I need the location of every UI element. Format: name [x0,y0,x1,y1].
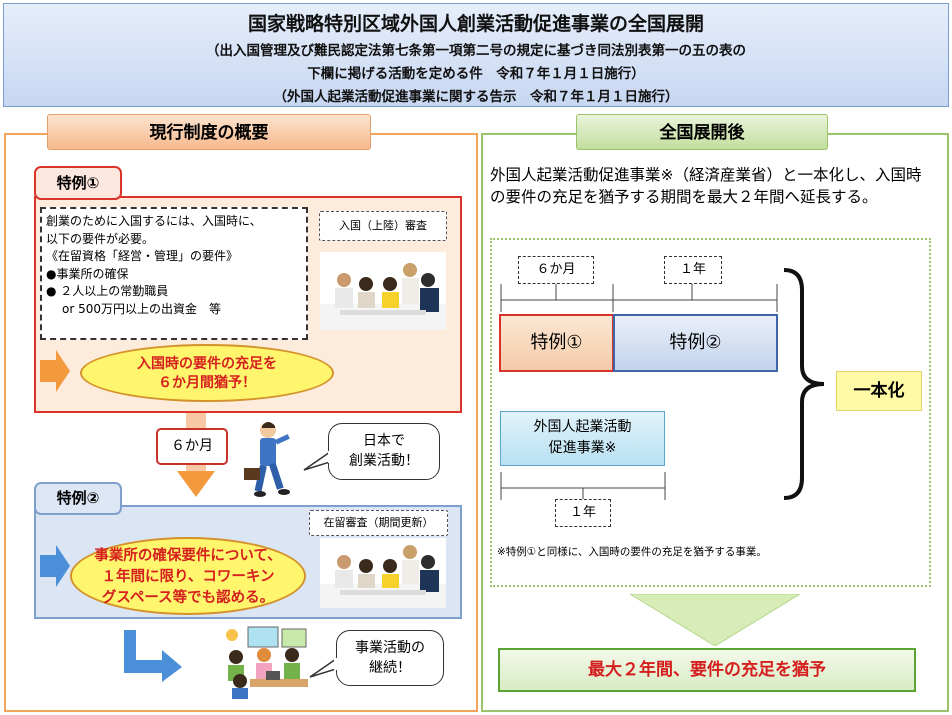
bubble-line: 継続！ [369,660,411,676]
coworking-callout: 事業所の確保要件について、 １年間に限り、コワーキン グスペース等でも認める。 [70,537,306,615]
requirement-line: ●事業所の確保 [46,266,129,281]
bubble-line: 日本で [363,433,405,449]
requirement-line: or 500万円以上の出資金 等 [62,301,221,316]
arrow-bend-icon [124,630,182,682]
nationwide-heading: 全国展開後 [576,114,828,150]
timeline-span-lines [500,284,778,312]
office-team-illustration [226,626,308,699]
entry-exam-label: 入国（上陸）審査 [319,211,447,241]
requirements-box: 創業のために入国するには、入国時に、 以下の要件が必要。 《在留資格「経営・管理… [40,207,308,340]
startup-in-japan-bubble: 日本で 創業活動！ [328,423,440,480]
business-continue-bubble: 事業活動の 継続！ [336,630,444,686]
special2-tag: 特例② [34,482,122,515]
current-system-heading: 現行制度の概要 [47,114,371,150]
timeline-6months-label: ６か月 [518,256,594,284]
callout-line: グスペース等でも認める。 [101,590,275,606]
meeting-illustration [320,252,446,330]
timeline-special2-bar: 特例② [613,314,778,372]
subtitle-line-1: （出入国管理及び難民認定法第七条第一項第二号の規定に基づき同法別表第一の五の表の [206,43,746,59]
timeline-span-lines-bottom [500,472,666,500]
timeline-special1-bar: 特例① [499,314,614,372]
subtitle-line-2: 下欄に掲げる活動を定める件 令和７年１月１日施行） [307,66,645,82]
arrow-right-icon [40,545,70,587]
special1-tag: 特例① [34,166,122,200]
unify-label: 一本化 [836,371,922,411]
callout-line: 事業所の確保要件について、 [94,548,282,564]
header-banner: 国家戦略特別区域外国人創業活動促進事業の全国展開 （出入国管理及び難民認定法第七… [3,3,949,107]
timeline-foreign-startup-bar: 外国人起業活動 促進事業※ [500,411,665,466]
arrow-down-icon [630,594,800,646]
bubble-tail [309,657,338,678]
final-result-box: 最大２年間、要件の充足を猶予 [498,648,916,692]
brace-icon [783,268,825,500]
timeline-1year-bottom-label: １年 [555,499,611,527]
bubble-tail [303,450,332,471]
callout-line: 入国時の要件の充足を [137,356,277,372]
bubble-line: 事業活動の [355,640,425,656]
callout-line: １年間に限り、コワーキン [101,569,275,585]
timeline-1year-label: １年 [664,256,722,284]
bar-line: 外国人起業活動 [533,419,632,435]
requirement-line: 《在留資格「経営・管理」の要件》 [46,249,239,263]
requirement-line: ● ２人以上の常勤職員 [46,284,169,298]
page-title: 国家戦略特別区域外国人創業活動促進事業の全国展開 [247,13,704,35]
deferral-6months-callout: 入国時の要件の充足を ６か月間猶予！ [80,344,334,402]
callout-line: ６か月間猶予！ [158,375,256,391]
meeting-illustration-2 [320,538,446,608]
renewal-exam-label: 在留審査（期間更新） [309,510,448,536]
footnote: ※特例①と同様に、入国時の要件の充足を猶予する事業。 [497,546,767,558]
businessman-illustration [244,422,290,497]
arrow-right-icon [40,350,70,392]
subtitle-line-3: （外国人起業活動促進事業に関する告示 令和７年１月１日施行） [273,89,679,105]
bar-line: 促進事業※ [548,440,617,456]
requirement-line: 創業のために入国するには、入国時に、 [46,214,262,228]
requirement-line: 以下の要件が必要。 [46,231,155,246]
integration-description: 外国人起業活動促進事業※（経済産業省）と一本化し、入国時の要件の充足を猶予する期… [490,166,922,206]
six-months-label: ６か月 [156,428,228,465]
bubble-line: 創業活動！ [349,453,419,469]
